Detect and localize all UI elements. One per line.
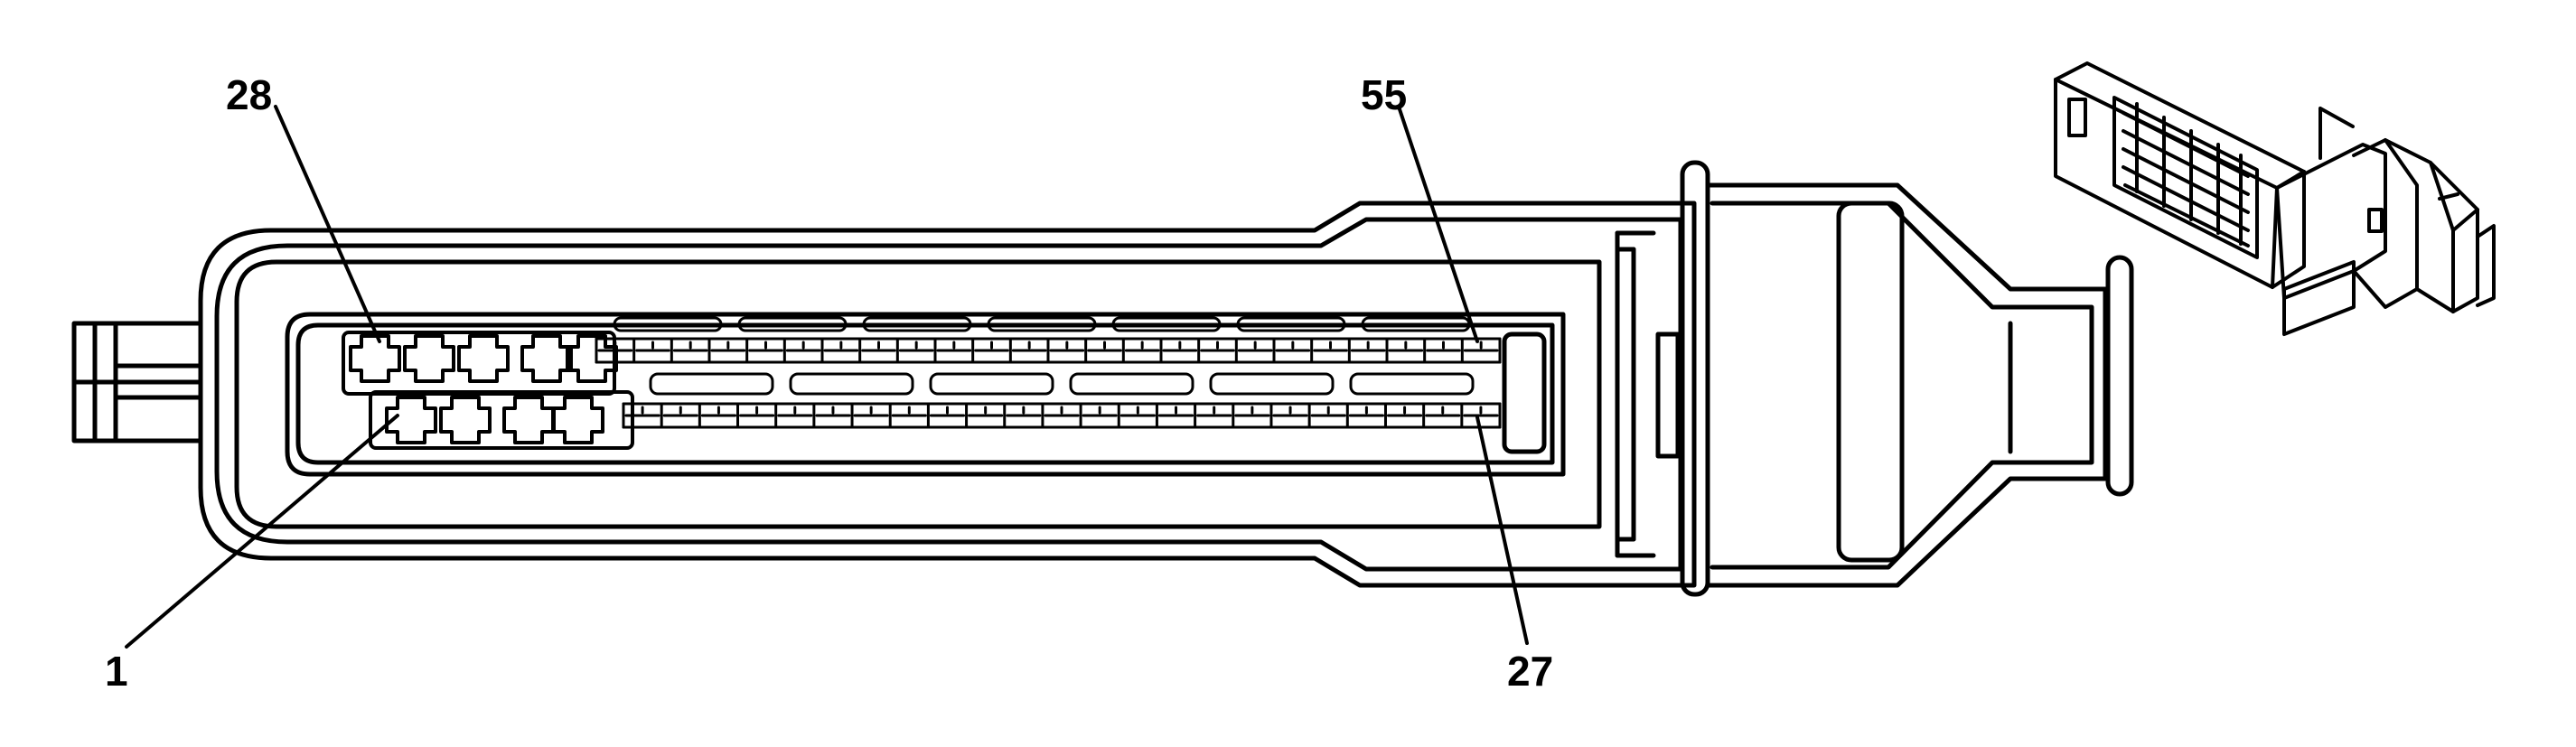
terminal-pin xyxy=(552,396,604,444)
terminal-pin xyxy=(502,396,555,444)
key-slot xyxy=(737,316,848,332)
key-slot xyxy=(789,372,914,396)
pin-label-1: 1 xyxy=(105,648,128,695)
rear-housing xyxy=(1680,160,2134,597)
terminal-pin xyxy=(566,334,618,383)
keying-slots xyxy=(613,316,1475,396)
key-slot xyxy=(1236,316,1346,332)
leader-1 xyxy=(125,414,399,649)
leader-lines xyxy=(125,105,1529,649)
key-slot xyxy=(1209,372,1335,396)
latch-tab xyxy=(71,321,203,444)
terminal-pin xyxy=(457,334,510,383)
leader-28 xyxy=(274,105,381,343)
terminal-pin xyxy=(520,334,573,383)
large-terminal-block xyxy=(342,331,634,450)
key-slot xyxy=(649,372,774,396)
terminal-pin xyxy=(403,334,455,383)
connector-isometric-view xyxy=(2054,61,2496,336)
leader-27 xyxy=(1475,416,1529,645)
key-slot xyxy=(929,372,1054,396)
key-slot xyxy=(862,316,972,332)
terminal-pin xyxy=(385,396,437,444)
leader-55 xyxy=(1397,105,1479,343)
pin-cavity-bottom-row xyxy=(622,402,1502,429)
pin-label-27: 27 xyxy=(1507,648,1554,695)
pin-label-55: 55 xyxy=(1361,71,1408,118)
key-slot xyxy=(1361,316,1471,332)
key-slot xyxy=(613,316,723,332)
key-slot xyxy=(1349,372,1475,396)
key-slot xyxy=(1111,316,1222,332)
connector-body xyxy=(198,201,1697,588)
key-slot xyxy=(987,316,1097,332)
terminal-pin xyxy=(439,396,492,444)
pin-cavity-top-row xyxy=(595,337,1502,364)
terminal-pin xyxy=(349,334,401,383)
pin-label-28: 28 xyxy=(226,71,273,118)
key-slot xyxy=(1069,372,1194,396)
